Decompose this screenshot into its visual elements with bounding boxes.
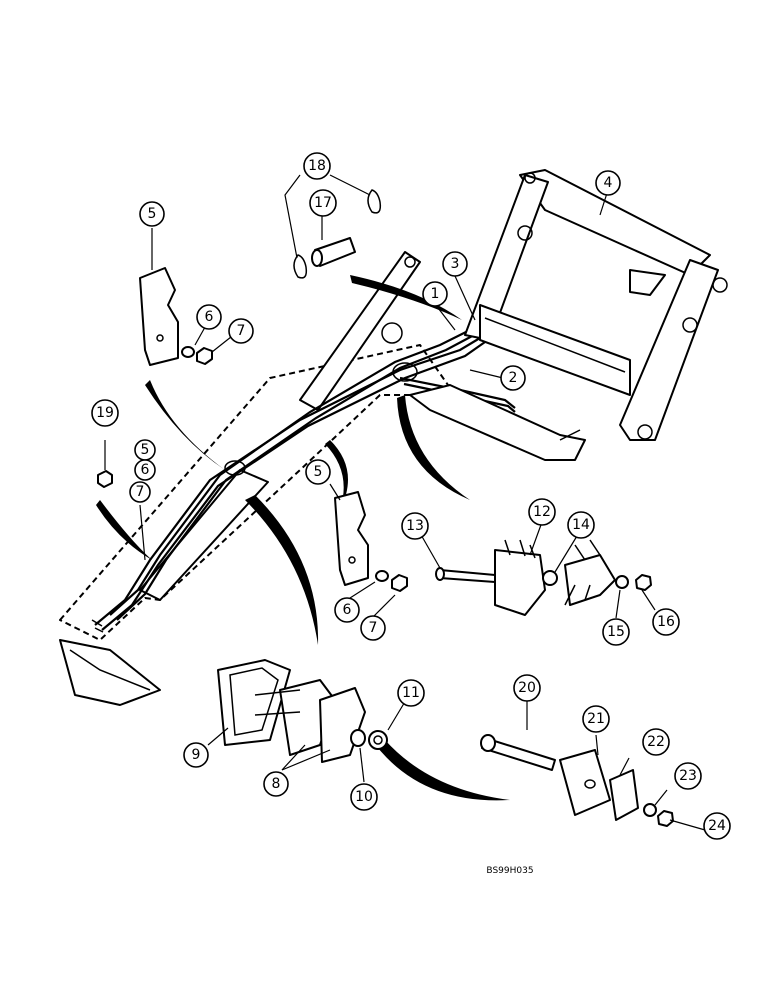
callout-7-top: 7 xyxy=(228,318,254,344)
connector-arcs xyxy=(96,275,510,801)
callout-20: 20 xyxy=(513,674,541,702)
svg-text:10: 10 xyxy=(355,789,373,805)
loader-boom xyxy=(59,251,456,706)
svg-text:14: 14 xyxy=(572,517,590,533)
callout-15: 15 xyxy=(602,618,630,646)
svg-text:11: 11 xyxy=(402,685,420,701)
clamp-assembly-20 xyxy=(480,734,674,827)
callout-6-top: 6 xyxy=(196,304,222,330)
svg-text:1: 1 xyxy=(431,286,440,302)
callout-3: 3 xyxy=(442,251,468,277)
svg-text:22: 22 xyxy=(647,734,665,750)
svg-text:2: 2 xyxy=(509,370,518,386)
figure-reference-code: BS99H035 xyxy=(486,866,533,876)
callout-24: 24 xyxy=(703,812,731,840)
svg-text:6: 6 xyxy=(205,309,214,325)
callout-17: 17 xyxy=(309,189,337,217)
washer-nut-top xyxy=(181,346,213,365)
callout-16: 16 xyxy=(652,608,680,636)
svg-text:7: 7 xyxy=(237,323,246,339)
callout-5-top: 5 xyxy=(139,201,165,227)
callout-21: 21 xyxy=(582,705,610,733)
callout-22: 22 xyxy=(642,728,670,756)
svg-text:9: 9 xyxy=(192,747,201,763)
clamp-assembly-8 xyxy=(217,659,388,763)
svg-text:15: 15 xyxy=(607,624,625,640)
svg-text:5: 5 xyxy=(148,206,157,222)
svg-text:17: 17 xyxy=(314,195,332,211)
clamp-assembly-12 xyxy=(435,539,652,616)
bucket-link xyxy=(409,384,586,461)
callout-5-mid: 5 xyxy=(305,459,331,485)
svg-text:8: 8 xyxy=(272,776,281,792)
callout-13: 13 xyxy=(401,512,429,540)
bracket-part-5-mid xyxy=(334,491,369,586)
callout-19: 19 xyxy=(91,399,119,427)
stacked-label-5: 5 xyxy=(134,439,156,461)
leader-lines xyxy=(104,174,706,831)
svg-text:12: 12 xyxy=(533,504,551,520)
svg-text:6: 6 xyxy=(141,462,150,478)
svg-text:4: 4 xyxy=(604,175,613,191)
svg-text:21: 21 xyxy=(587,711,605,727)
pin-part-17 xyxy=(311,237,356,267)
callout-6-mid: 6 xyxy=(334,597,360,623)
callout-11: 11 xyxy=(397,679,425,707)
bracket-part-5-top xyxy=(139,267,179,366)
callout-4: 4 xyxy=(595,170,621,196)
callout-7-mid: 7 xyxy=(360,615,386,641)
svg-text:13: 13 xyxy=(406,518,424,534)
svg-text:16: 16 xyxy=(657,614,675,630)
svg-text:5: 5 xyxy=(141,442,150,458)
svg-text:7: 7 xyxy=(369,620,378,636)
svg-text:23: 23 xyxy=(679,768,697,784)
hydraulic-tubes xyxy=(91,329,516,633)
callout-18: 18 xyxy=(303,152,331,180)
loader-frame xyxy=(464,169,728,441)
stacked-label-6: 6 xyxy=(134,459,156,481)
callout-2: 2 xyxy=(500,365,526,391)
stacked-label-7: 7 xyxy=(129,481,151,503)
clip-part-19 xyxy=(97,470,113,488)
callout-1: 1 xyxy=(422,281,448,307)
svg-text:20: 20 xyxy=(518,680,536,696)
svg-text:3: 3 xyxy=(451,256,460,272)
svg-text:19: 19 xyxy=(96,405,114,421)
svg-text:24: 24 xyxy=(708,818,726,834)
callout-23: 23 xyxy=(674,762,702,790)
svg-text:6: 6 xyxy=(343,602,352,618)
svg-text:5: 5 xyxy=(314,464,323,480)
callout-9: 9 xyxy=(183,742,209,768)
svg-text:18: 18 xyxy=(308,158,326,174)
svg-text:7: 7 xyxy=(136,484,145,500)
washer-nut-mid xyxy=(375,570,408,592)
callout-12: 12 xyxy=(528,498,556,526)
callout-8: 8 xyxy=(263,771,289,797)
callout-14: 14 xyxy=(567,511,595,539)
callout-10: 10 xyxy=(350,783,378,811)
clips-part-18 xyxy=(293,189,382,279)
